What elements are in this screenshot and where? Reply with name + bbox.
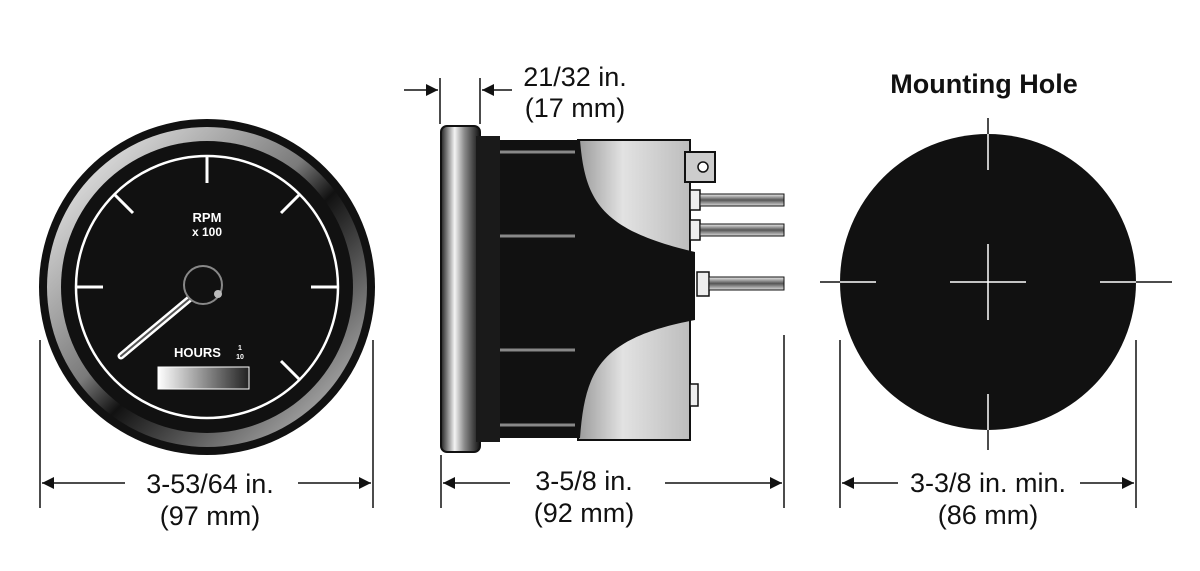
gauge-needle-core — [120, 289, 201, 357]
bottom-terminal — [689, 383, 699, 407]
mounting-clamp — [500, 140, 695, 438]
bezel-depth-metric: (17 mm) — [525, 93, 626, 123]
needle-hub-highlight — [214, 290, 222, 298]
mounting-hole-title: Mounting Hole — [890, 69, 1077, 99]
mounting-hole-dimension: 3-3/8 in. min. (86 mm) — [839, 340, 1137, 530]
terminal-stud — [708, 276, 785, 291]
tick-mark — [113, 193, 135, 215]
hours-fraction-numerator: 1 — [238, 345, 242, 352]
flange-hole — [697, 161, 709, 173]
hours-label: HOURS — [174, 345, 221, 360]
front-width-metric: (97 mm) — [160, 501, 261, 531]
bezel-depth-dimension: 21/32 in. (17 mm) — [404, 62, 627, 124]
terminal-stud — [699, 223, 785, 237]
overall-depth-dimension: 3-5/8 in. (92 mm) — [440, 335, 785, 528]
side-bezel — [440, 125, 481, 453]
mounting-hole-diameter-imperial: 3-3/8 in. min. — [910, 468, 1066, 498]
front-width-imperial: 3-53/64 in. — [146, 469, 274, 499]
bezel-depth-imperial: 21/32 in. — [523, 62, 627, 92]
terminal-nut — [696, 271, 710, 297]
gauge-label-multiplier: x 100 — [192, 225, 222, 239]
mounting-hole-view: Mounting Hole — [820, 69, 1172, 450]
hour-meter-display — [157, 366, 250, 390]
front-view: RPM x 100 HOURS 1 10 — [39, 119, 375, 455]
side-bezel-lip — [476, 136, 500, 442]
tick-mark — [279, 193, 301, 215]
dial-ticks — [77, 157, 337, 381]
overall-depth-metric: (92 mm) — [534, 498, 635, 528]
terminal-stud — [699, 193, 785, 207]
terminal-nut — [689, 189, 701, 211]
terminal-nut — [689, 219, 701, 241]
tick-mark — [279, 359, 301, 381]
terminal-studs — [689, 189, 785, 407]
overall-depth-imperial: 3-5/8 in. — [535, 466, 633, 496]
gauge-label-rpm: RPM — [193, 210, 222, 225]
gauge-dial-ring — [74, 154, 340, 420]
front-width-dimension: 3-53/64 in. (97 mm) — [39, 340, 374, 531]
needle-hub — [183, 265, 223, 305]
hours-fraction-denominator: 10 — [236, 354, 244, 361]
side-view — [440, 125, 785, 453]
mounting-hole-diameter-metric: (86 mm) — [938, 500, 1039, 530]
